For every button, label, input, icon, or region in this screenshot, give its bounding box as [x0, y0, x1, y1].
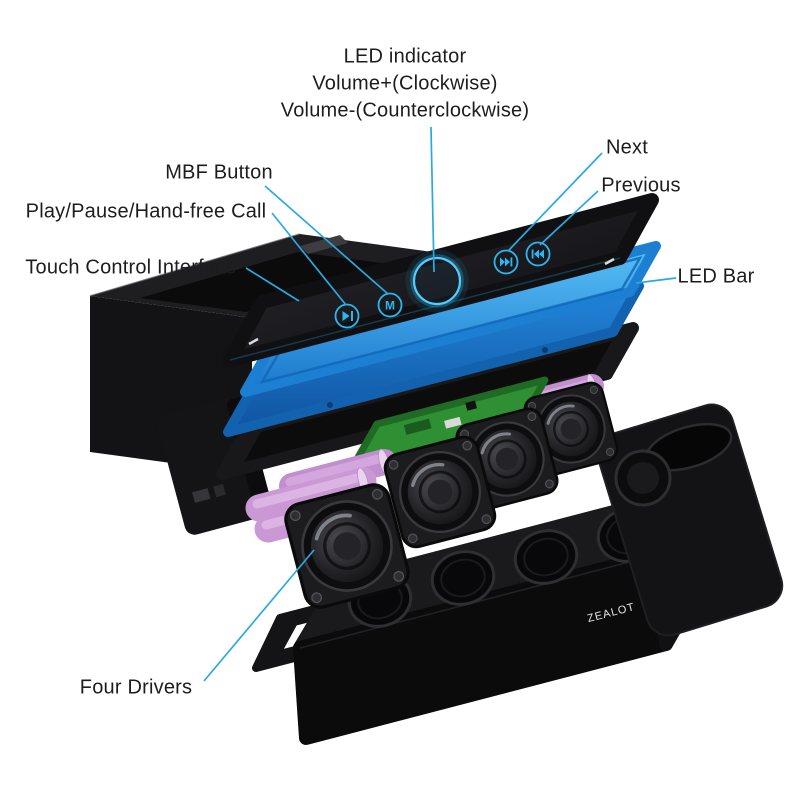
callout-four-drivers: [203, 549, 315, 682]
label-mbf-button: MBF Button: [165, 161, 273, 184]
svg-text:M: M: [385, 299, 395, 313]
label-led-indicator-line1: LED indicator: [343, 45, 467, 68]
callout-touch-control: [245, 267, 300, 302]
label-led-indicator-line2: Volume+(Clockwise): [312, 72, 498, 95]
driver-opening-2: [430, 550, 496, 606]
callout-mbf-button: [264, 185, 389, 295]
play-pause-icon: [334, 303, 360, 329]
connector-port: [192, 488, 211, 503]
label-four-drivers: Four Drivers: [79, 676, 193, 699]
next-icon: [493, 249, 519, 275]
panel-end-tick-left: [248, 337, 259, 346]
callout-led-indicator: [430, 126, 435, 273]
label-led-indicator-line3: Volume-(Counterclockwise): [280, 99, 530, 122]
callout-next: [507, 152, 603, 252]
driver-opening-3: [513, 529, 579, 585]
label-play-pause: Play/Pause/Hand-free Call: [25, 200, 267, 223]
passive-radiator: [614, 449, 672, 507]
led-indicator-ring: [405, 249, 469, 313]
previous-icon: [525, 241, 551, 267]
label-touch-control: Touch Control Interface: [25, 256, 237, 279]
label-previous: Previous: [601, 174, 681, 197]
callout-play-pause: [271, 212, 347, 306]
label-next: Next: [606, 136, 648, 159]
label-led-indicator: LED indicator Volume+(Clockwise) Volume-…: [281, 44, 529, 125]
callout-led-bar: [635, 277, 677, 284]
callout-previous: [539, 190, 599, 246]
panel-end-tick-right: [604, 257, 615, 266]
shell-notch: [300, 235, 348, 254]
callout-lines: [203, 126, 677, 682]
label-led-bar: LED Bar: [677, 265, 755, 288]
mbf-icon: M: [377, 292, 403, 318]
